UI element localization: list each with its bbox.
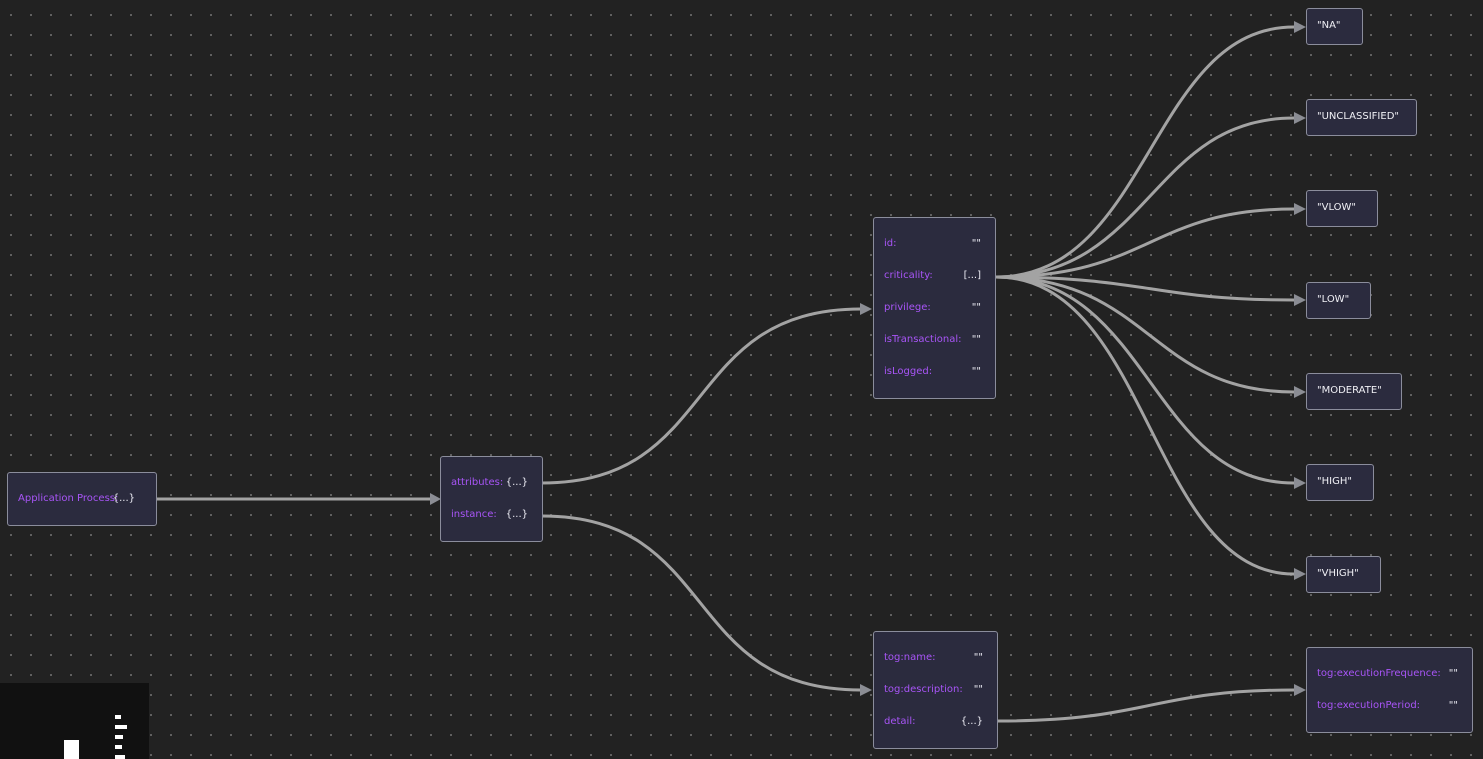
arrowhead-high [1294, 477, 1306, 489]
minimap-node [64, 740, 79, 759]
node-value: "" [971, 238, 981, 249]
edge-instance-link [541, 514, 862, 692]
node-process[interactable]: attributes: {...} instance: {...} [440, 456, 543, 542]
minimap-node [115, 725, 127, 729]
node-application-process[interactable]: Application Process: {...} [7, 472, 157, 526]
node-key: attributes: [451, 477, 504, 488]
node-row: detail: {...} [884, 712, 989, 732]
node-key: criticality: [884, 270, 933, 281]
leaf-node-moderate[interactable]: "MODERATE" [1306, 373, 1402, 410]
node-row: isTransactional: "" [884, 330, 987, 350]
node-attributes[interactable]: id: "" criticality: [...] privilege: "" … [873, 217, 996, 399]
edge-detail-link [997, 688, 1295, 723]
node-value: "" [971, 302, 981, 313]
edge-criticality-na [995, 25, 1295, 279]
leaf-node-high[interactable]: "HIGH" [1306, 464, 1374, 501]
leaf-node-unclassified[interactable]: "UNCLASSIFIED" [1306, 99, 1417, 136]
minimap-node [115, 745, 122, 749]
node-instance[interactable]: tog:name: "" tog:description: "" detail:… [873, 631, 998, 749]
node-row: attributes: {...} [451, 473, 534, 493]
node-row: isLogged: "" [884, 362, 987, 382]
leaf-node-vlow[interactable]: "VLOW" [1306, 190, 1378, 227]
leaf-node-low[interactable]: "LOW" [1306, 282, 1371, 319]
node-row: criticality: [...] [884, 266, 987, 286]
node-key: tog:executionPeriod: [1317, 700, 1421, 711]
node-value: {...} [112, 493, 135, 504]
node-key: instance: [451, 509, 497, 520]
arrowhead-moderate [1294, 386, 1306, 398]
node-value: "" [1448, 700, 1458, 711]
leaf-node-vhigh[interactable]: "VHIGH" [1306, 556, 1381, 593]
node-row: tog:name: "" [884, 648, 989, 668]
node-key: tog:description: [884, 684, 963, 695]
node-value: {...} [505, 509, 528, 520]
node-value: [...] [963, 270, 981, 281]
node-row: tog:executionPeriod: "" [1317, 696, 1464, 716]
edge-criticality-moderate [995, 275, 1295, 394]
edge-criticality-vhigh [995, 275, 1295, 576]
node-row: tog:executionFrequence: "" [1317, 664, 1464, 684]
arrowhead-instance [860, 684, 872, 696]
node-value: "" [973, 684, 983, 695]
edge-criticality-high [995, 275, 1295, 485]
node-key: privilege: [884, 302, 931, 313]
node-key: id: [884, 238, 897, 249]
node-key: tog:name: [884, 652, 936, 663]
node-value: "" [971, 334, 981, 345]
node-key: tog:executionFrequence: [1317, 668, 1441, 679]
arrowhead-vlow [1294, 203, 1306, 215]
node-key: Application Process: [18, 493, 119, 504]
node-value: "" [973, 652, 983, 663]
minimap-node [115, 735, 123, 739]
edge-attributes-link [541, 307, 862, 485]
node-key: isLogged: [884, 366, 933, 377]
node-key: isTransactional: [884, 334, 962, 345]
node-detail[interactable]: tog:executionFrequence: "" tog:execution… [1306, 647, 1473, 733]
edge-criticality-low [995, 275, 1295, 302]
node-key: detail: [884, 716, 916, 727]
node-row: privilege: "" [884, 298, 987, 318]
arrowhead-detail [1294, 684, 1306, 696]
arrowhead-attributes [860, 303, 872, 315]
node-value: {...} [505, 477, 528, 488]
node-value: "" [1448, 668, 1458, 679]
arrowhead-unclassified [1294, 112, 1306, 124]
node-row: Application Process: {...} [18, 489, 141, 509]
edge-criticality-unclassified [995, 116, 1295, 279]
minimap-node [115, 755, 125, 759]
minimap-node [115, 715, 121, 719]
node-value: {...} [960, 716, 983, 727]
node-row: instance: {...} [451, 505, 534, 525]
edge-criticality-vlow [995, 207, 1295, 279]
node-row: id: "" [884, 234, 987, 254]
node-row: tog:description: "" [884, 680, 989, 700]
arrowhead-low [1294, 294, 1306, 306]
minimap[interactable] [0, 683, 149, 759]
arrowhead-na [1294, 21, 1306, 33]
leaf-node-na[interactable]: "NA" [1306, 8, 1363, 45]
node-value: "" [971, 366, 981, 377]
arrowhead-vhigh [1294, 568, 1306, 580]
